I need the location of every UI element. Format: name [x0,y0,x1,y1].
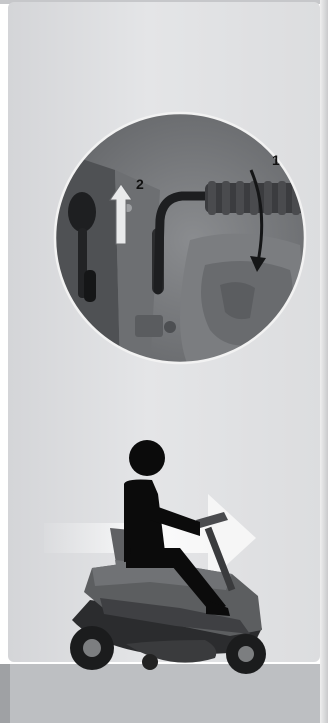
manual-page: 2 1 [0,0,328,723]
rider-mower-illustration [0,0,328,723]
